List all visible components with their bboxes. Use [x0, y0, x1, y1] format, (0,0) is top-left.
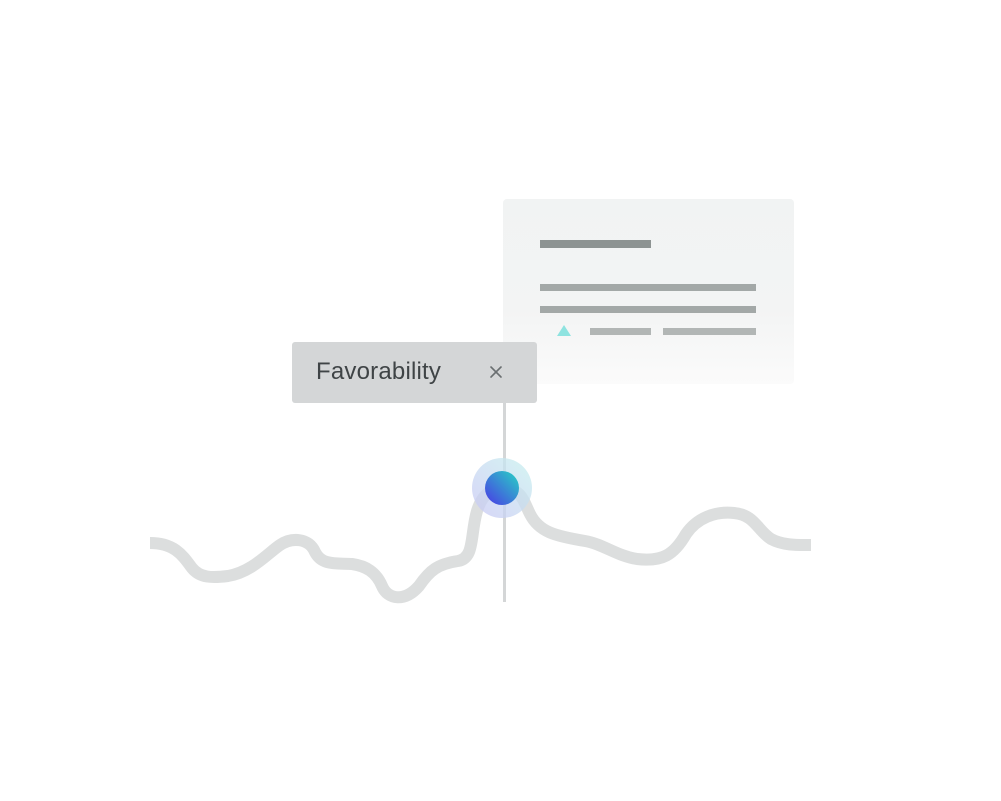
favorability-filter-chip[interactable]: Favorability — [292, 342, 537, 403]
detail-card-title-placeholder — [540, 240, 651, 248]
detail-card — [503, 199, 794, 384]
filter-chip-label: Favorability — [316, 358, 442, 385]
detail-card-metric-placeholder-1 — [590, 328, 651, 335]
detail-card-text-line-2 — [540, 306, 756, 313]
close-icon[interactable] — [486, 362, 506, 382]
detail-card-metric-placeholder-2 — [663, 328, 756, 335]
highlighted-point-marker[interactable] — [485, 471, 519, 505]
highlighted-point[interactable] — [472, 458, 532, 518]
trend-line — [149, 482, 812, 604]
detail-card-background — [503, 199, 794, 384]
up-triangle-icon — [557, 325, 571, 336]
detail-card-text-line-1 — [540, 284, 756, 291]
